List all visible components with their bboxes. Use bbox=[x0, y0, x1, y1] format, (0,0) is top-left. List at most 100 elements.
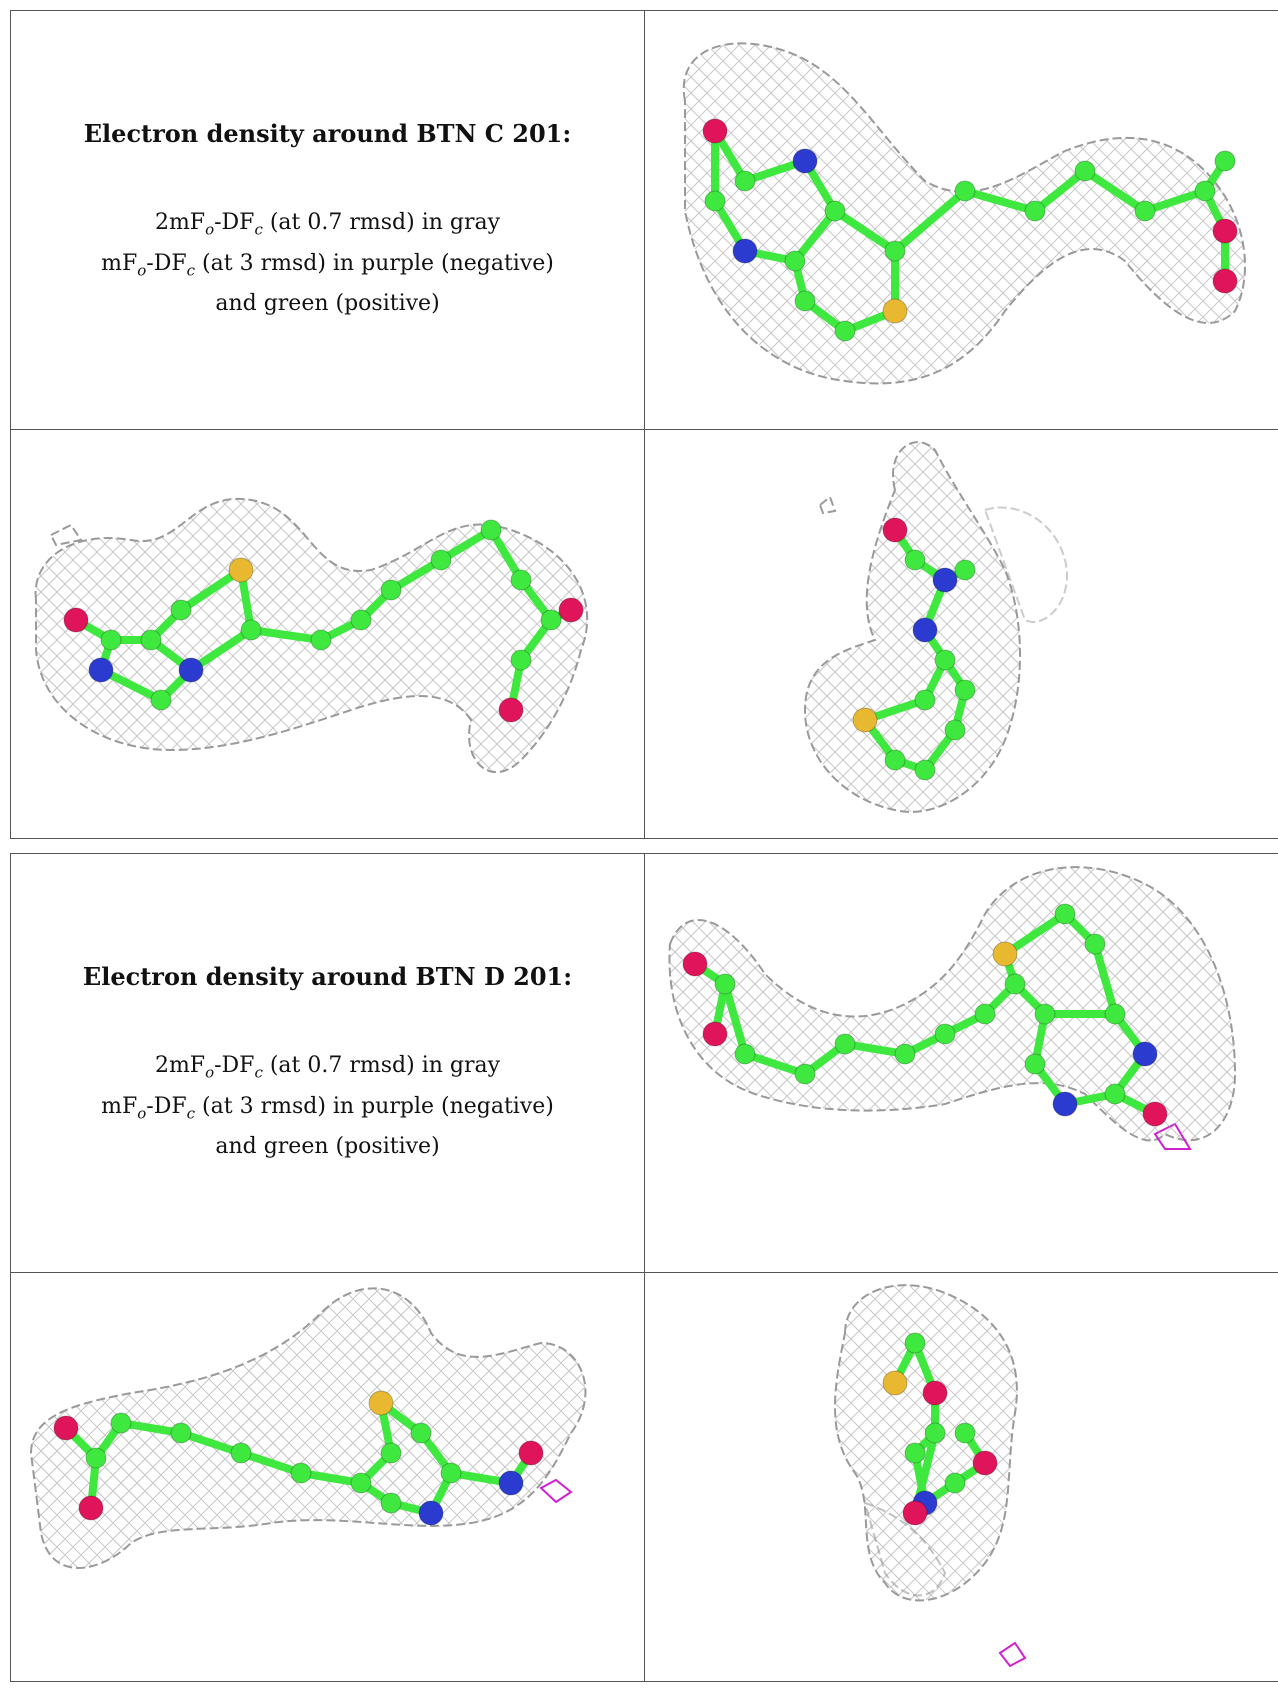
bond bbox=[721, 980, 749, 1058]
legend-line-2fo-fc: 2mFo-DFc (at 0.7 rmsd) in gray bbox=[154, 210, 501, 239]
atom-c bbox=[380, 1492, 402, 1514]
atom-c bbox=[440, 1462, 462, 1484]
atom-c bbox=[290, 1462, 312, 1484]
atom-c bbox=[714, 973, 736, 995]
atom-c bbox=[884, 749, 906, 771]
atom-o bbox=[518, 1440, 544, 1466]
atom-o bbox=[53, 1415, 79, 1441]
atom-s bbox=[992, 941, 1018, 967]
atom-o bbox=[63, 607, 89, 633]
atom-n bbox=[1132, 1041, 1158, 1067]
density-view-cell bbox=[644, 10, 1278, 430]
atom-s bbox=[882, 298, 908, 324]
density-view-c-2 bbox=[34, 497, 589, 774]
btn-ligand-model bbox=[53, 1390, 544, 1526]
atom-n bbox=[178, 657, 204, 683]
atom-c bbox=[240, 619, 262, 641]
atom-c bbox=[1054, 903, 1076, 925]
atom-c bbox=[170, 1422, 192, 1444]
atom-c bbox=[1134, 200, 1156, 222]
atom-c bbox=[944, 719, 966, 741]
legend-line-positive: and green (positive) bbox=[215, 1133, 440, 1159]
atom-c bbox=[734, 170, 756, 192]
atom-c bbox=[904, 549, 926, 571]
atom-n bbox=[732, 238, 758, 264]
atom-c bbox=[794, 1063, 816, 1085]
atom-c bbox=[1034, 1003, 1056, 1025]
atom-c bbox=[1074, 160, 1096, 182]
bond bbox=[177, 1429, 245, 1457]
atom-c bbox=[904, 1442, 926, 1464]
atom-c bbox=[480, 519, 502, 541]
atom-c bbox=[894, 1043, 916, 1065]
atom-c bbox=[430, 549, 452, 571]
density-view-d-2 bbox=[29, 1287, 587, 1569]
atom-c bbox=[914, 759, 936, 781]
atom-c bbox=[954, 180, 976, 202]
atom-c bbox=[230, 1442, 252, 1464]
atom-c bbox=[704, 190, 726, 212]
bond bbox=[237, 1449, 305, 1477]
atom-o bbox=[1142, 1101, 1168, 1127]
atom-s bbox=[852, 707, 878, 733]
atom-c bbox=[100, 629, 122, 651]
bond bbox=[841, 1040, 909, 1058]
atom-c bbox=[734, 1043, 756, 1065]
btn-ligand-model bbox=[702, 118, 1238, 342]
atom-n bbox=[418, 1500, 444, 1526]
atom-c bbox=[350, 1472, 372, 1494]
atom-c bbox=[310, 629, 332, 651]
atom-c bbox=[540, 609, 562, 631]
atom-c bbox=[380, 1442, 402, 1464]
density-view-d-1 bbox=[668, 866, 1237, 1150]
atom-o bbox=[78, 1495, 104, 1521]
bond bbox=[891, 187, 969, 255]
bond bbox=[1001, 910, 1069, 958]
btn-ligand-model bbox=[852, 517, 976, 781]
atom-c bbox=[934, 1023, 956, 1045]
panel-title: Electron density around BTN D 201: bbox=[82, 962, 573, 992]
atom-c bbox=[944, 1472, 966, 1494]
atom-o bbox=[1212, 218, 1238, 244]
atom-c bbox=[170, 599, 192, 621]
atom-c bbox=[934, 649, 956, 671]
atom-o bbox=[558, 597, 584, 623]
atom-c bbox=[140, 629, 162, 651]
density-table-btn-c: Electron density around BTN C 201: 2mFo-… bbox=[10, 10, 1278, 839]
atom-c bbox=[510, 649, 532, 671]
atom-c bbox=[834, 320, 856, 342]
panel-title: Electron density around BTN C 201: bbox=[83, 119, 572, 149]
density-view-cell bbox=[644, 1272, 1278, 1682]
atom-c bbox=[1084, 933, 1106, 955]
atom-c bbox=[954, 679, 976, 701]
bond bbox=[1031, 167, 1089, 215]
electron-density-mesh bbox=[682, 42, 1246, 385]
atom-c bbox=[954, 559, 976, 581]
atom-s bbox=[368, 1390, 394, 1416]
atom-c bbox=[1024, 200, 1046, 222]
bond bbox=[177, 566, 245, 614]
atom-o bbox=[902, 1500, 928, 1526]
bond bbox=[741, 1050, 809, 1078]
atom-o bbox=[702, 1021, 728, 1047]
legend-cell: Electron density around BTN C 201: 2mFo-… bbox=[10, 10, 645, 430]
atom-c bbox=[1104, 1083, 1126, 1105]
bond bbox=[187, 626, 255, 674]
density-view-cell bbox=[644, 429, 1278, 839]
bond bbox=[961, 187, 1039, 215]
density-view-d-3 bbox=[834, 1284, 1027, 1668]
atom-s bbox=[228, 557, 254, 583]
bond bbox=[247, 626, 325, 644]
density-view-cell bbox=[644, 853, 1278, 1273]
density-view-cell bbox=[10, 1272, 645, 1682]
bond bbox=[297, 1469, 365, 1487]
atom-c bbox=[150, 689, 172, 711]
atom-c bbox=[350, 609, 372, 631]
legend-line-positive: and green (positive) bbox=[215, 290, 440, 316]
atom-c bbox=[1104, 1003, 1126, 1025]
atom-c bbox=[1004, 973, 1026, 995]
atom-c bbox=[1024, 1053, 1046, 1075]
legend-line-2fo-fc: 2mFo-DFc (at 0.7 rmsd) in gray bbox=[154, 1053, 501, 1082]
atom-o bbox=[682, 951, 708, 977]
atom-c bbox=[510, 569, 532, 591]
